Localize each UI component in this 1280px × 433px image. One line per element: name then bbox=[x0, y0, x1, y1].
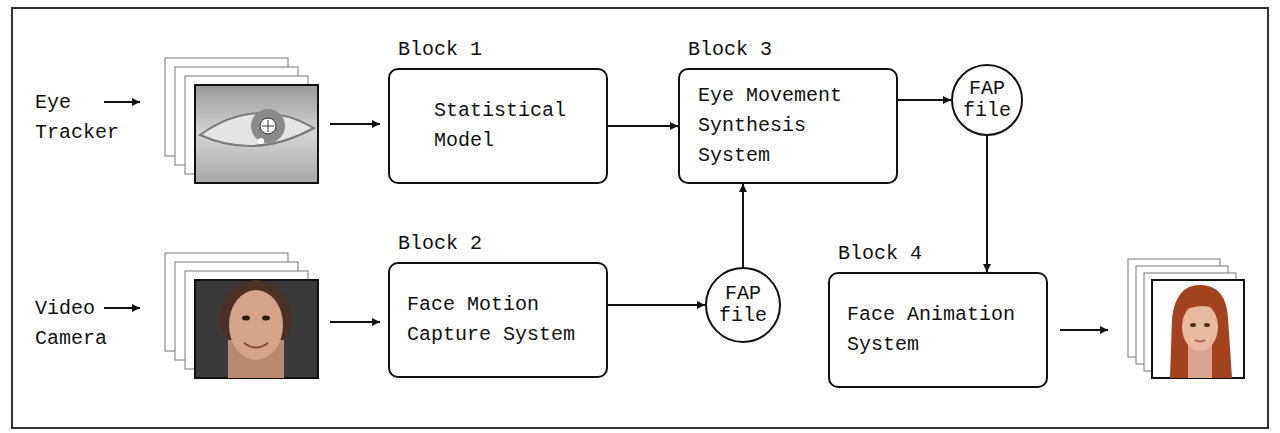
flow-arrow bbox=[986, 136, 988, 272]
eye-image-stack bbox=[165, 58, 318, 183]
avatar-image-stack-part bbox=[1152, 280, 1244, 378]
avatar-image-stack-part bbox=[1182, 303, 1218, 351]
box-label: Eye Movement Synthesis System bbox=[698, 81, 882, 171]
input-arrows-part bbox=[1060, 329, 1108, 331]
process-box: Block 1Statistical Model bbox=[388, 68, 608, 184]
avatar-image-stack-part bbox=[1170, 285, 1232, 378]
outer-frame bbox=[12, 8, 1268, 428]
process-box: Block 2Face Motion Capture System bbox=[388, 262, 608, 378]
face-image-stack-part bbox=[229, 290, 283, 360]
input-arrows-part bbox=[330, 321, 380, 323]
circle-outline-shape bbox=[952, 65, 1022, 135]
input-arrows-part bbox=[330, 123, 380, 125]
input-label: Video Camera bbox=[35, 294, 115, 354]
file-circle: FAP file bbox=[951, 64, 1023, 136]
block-heading: Block 3 bbox=[688, 38, 772, 62]
face-image-stack-part bbox=[195, 280, 318, 378]
avatar-image-stack-part bbox=[1190, 323, 1196, 327]
avatar-image-stack-part bbox=[1195, 340, 1205, 342]
face-image-stack-part bbox=[242, 316, 250, 321]
file-label: FAP file bbox=[961, 78, 1013, 122]
flow-arrow bbox=[608, 304, 705, 306]
flow-arrow bbox=[898, 99, 951, 101]
eye-image-stack-part bbox=[251, 109, 285, 143]
face-image-stack bbox=[165, 253, 318, 378]
flow-arrow bbox=[742, 184, 744, 267]
file-circle: FAP file bbox=[705, 267, 781, 343]
block-heading: Block 2 bbox=[398, 232, 482, 256]
eye-image-stack-part bbox=[260, 118, 276, 134]
face-image-stack-part bbox=[244, 343, 268, 348]
input-arrows-part bbox=[104, 101, 140, 103]
block-heading: Block 4 bbox=[838, 242, 922, 266]
eye-image-stack-part bbox=[195, 85, 318, 183]
eye-image-stack-part bbox=[258, 138, 264, 144]
process-box: Block 4Face Animation System bbox=[828, 272, 1048, 388]
flow-arrow bbox=[608, 125, 678, 127]
file-label: FAP file bbox=[717, 283, 769, 327]
circle-outline-shape bbox=[706, 268, 780, 342]
avatar-image-stack bbox=[1128, 259, 1244, 378]
block-heading: Block 1 bbox=[398, 38, 482, 62]
box-label: Face Motion Capture System bbox=[407, 290, 592, 350]
avatar-image-stack-part bbox=[1204, 323, 1210, 327]
input-label: Eye Tracker bbox=[35, 88, 135, 148]
face-image-stack-part bbox=[262, 316, 270, 321]
input-arrows-part bbox=[104, 307, 140, 309]
box-label: Face Animation System bbox=[847, 300, 1032, 360]
process-box: Block 3Eye Movement Synthesis System bbox=[678, 68, 898, 184]
avatar-image-stack-part bbox=[1180, 301, 1220, 312]
eye-image-stack-part bbox=[268, 120, 269, 132]
box-label: Statistical Model bbox=[434, 96, 594, 156]
